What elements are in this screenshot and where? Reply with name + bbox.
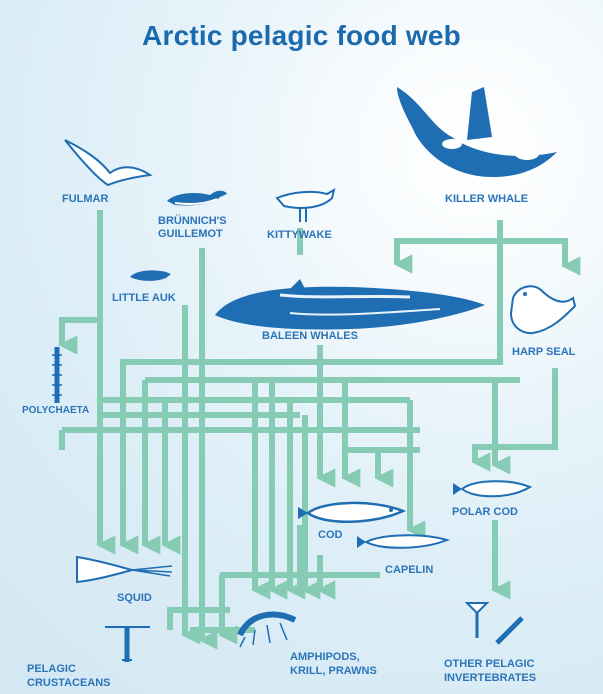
label-little-auk: LITTLE AUK	[112, 292, 176, 305]
label-harp-seal: HARP SEAL	[512, 346, 575, 359]
label-pelagic-crustaceans-line1: PELAGIC	[27, 663, 76, 676]
label-capelin: CAPELIN	[385, 564, 433, 577]
label-amphipods-line2: KRILL, PRAWNS	[290, 665, 377, 678]
arrow-to-polychaeta	[62, 320, 100, 345]
polychaeta-icon	[48, 345, 66, 405]
other-pelagic-invertebrates-icon	[462, 598, 527, 653]
label-brunnichs-line2: GUILLEMOT	[158, 228, 223, 241]
label-baleen-whales: BALEEN WHALES	[262, 330, 358, 343]
label-brunnichs-line1: BRÜNNICH'S	[158, 215, 227, 228]
diagram-title: Arctic pelagic food web	[0, 20, 603, 52]
kittywake-icon	[272, 180, 337, 225]
label-amphipods-line1: AMPHIPODS,	[290, 651, 360, 664]
label-killer-whale: KILLER WHALE	[445, 193, 528, 206]
label-kittywake: KITTYWAKE	[267, 229, 332, 242]
arrow-killer-prey-bar	[397, 241, 565, 262]
label-other-pelagic-line2: INVERTEBRATES	[444, 672, 536, 685]
polar-cod-icon	[450, 475, 535, 503]
killer-whale-icon	[392, 82, 562, 182]
fulmar-icon	[60, 135, 155, 190]
harp-seal-icon	[503, 278, 578, 338]
cod-icon	[293, 495, 408, 530]
amphipods-icon	[235, 605, 305, 650]
label-other-pelagic-line1: OTHER PELAGIC	[444, 658, 534, 671]
label-cod: COD	[318, 529, 342, 542]
pelagic-crustaceans-icon	[100, 622, 155, 667]
little-auk-icon	[128, 266, 173, 284]
label-polar-cod: POLAR COD	[452, 506, 518, 519]
label-pelagic-crustaceans-line2: CRUSTACEANS	[27, 677, 111, 690]
label-squid: SQUID	[117, 592, 152, 605]
brunnichs-guillemot-icon	[165, 185, 230, 209]
label-fulmar: FULMAR	[62, 193, 108, 206]
capelin-icon	[352, 530, 452, 554]
squid-icon	[72, 552, 177, 587]
baleen-whale-icon	[210, 275, 490, 335]
label-polychaeta: POLYCHAETA	[22, 404, 89, 417]
